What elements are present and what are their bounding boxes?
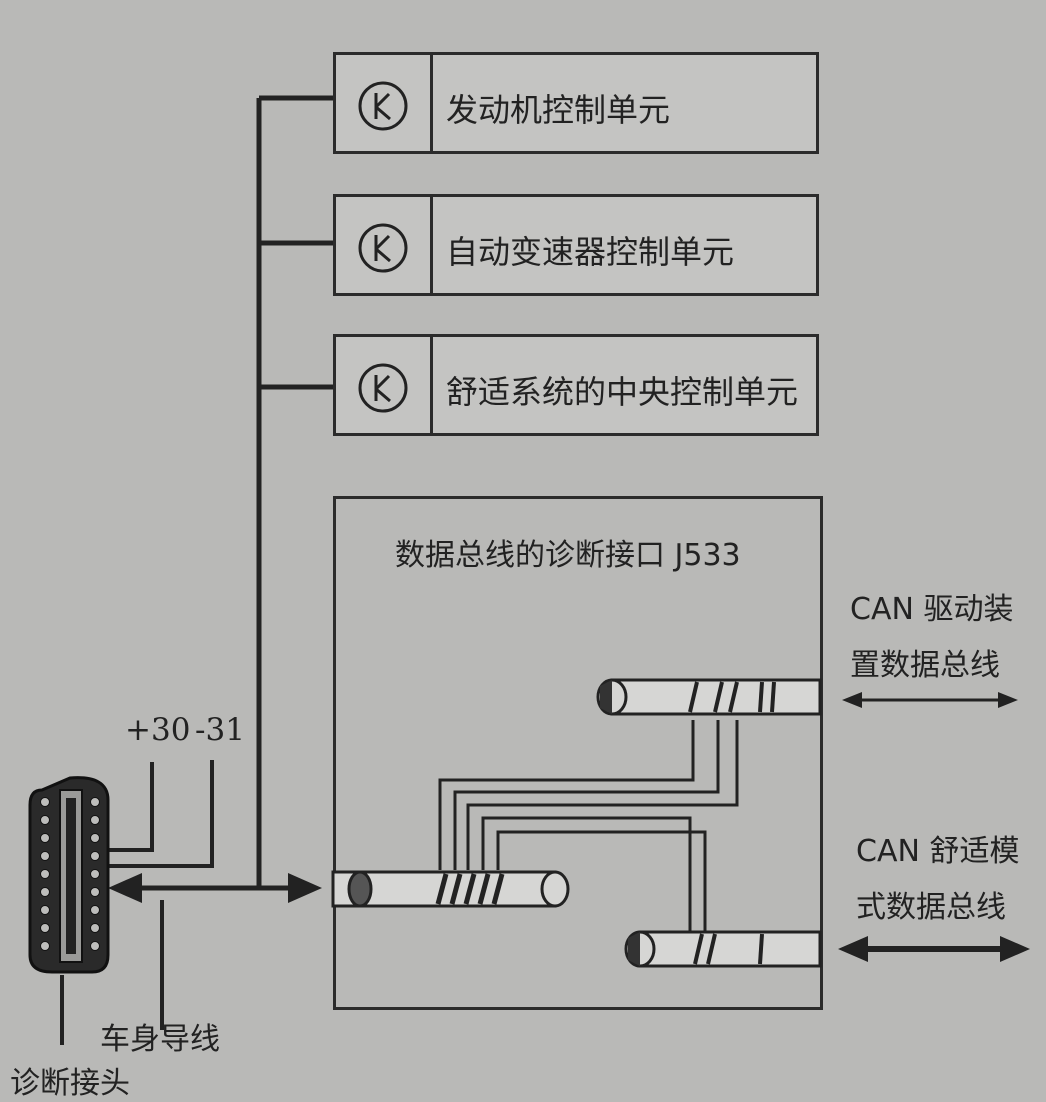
comfort-cable (624, 930, 822, 968)
link-wire (453, 720, 720, 870)
wire-minus31 (102, 760, 214, 868)
unit-label: 舒适系统的中央控制单元 (446, 373, 799, 411)
arrowhead-right (288, 873, 322, 903)
diagnostic-connector-label: 诊断接头 (10, 1066, 130, 1101)
body-wire-label: 车身导线 (100, 1022, 220, 1057)
wire-plus30 (102, 762, 154, 852)
gateway-box (333, 496, 823, 1010)
diagnostic-connector (28, 776, 110, 974)
comfort-bus-label-line2: 式数据总线 (856, 890, 1006, 925)
pin-minus31-label: -31 (195, 712, 245, 748)
k-symbol-icon (358, 81, 408, 131)
unit-engine: 发动机控制单元 (333, 52, 819, 154)
drive-bus-label-line2: 置数据总线 (850, 648, 1000, 683)
unit-transmission: 自动变速器控制单元 (333, 194, 819, 296)
unit-label: 发动机控制单元 (446, 91, 671, 129)
arrowhead-left (108, 873, 142, 903)
pin-plus30-label: +30 (125, 712, 191, 748)
k-symbol-icon (358, 223, 408, 273)
drive-bus-label-line1: CAN 驱动装 (850, 592, 1014, 627)
link-wire (466, 720, 739, 870)
unit-label: 自动变速器控制单元 (446, 233, 735, 271)
link-wire (438, 720, 695, 870)
comfort-bus-label-line1: CAN 舒适模 (856, 834, 1020, 869)
k-symbol-icon (358, 363, 408, 413)
link-wire (496, 830, 707, 935)
drive-cable (596, 678, 822, 716)
gateway-title: 数据总线的诊断接口 J533 (395, 538, 741, 573)
link-wire (481, 816, 692, 935)
unit-comfort: 舒适系统的中央控制单元 (333, 334, 819, 436)
